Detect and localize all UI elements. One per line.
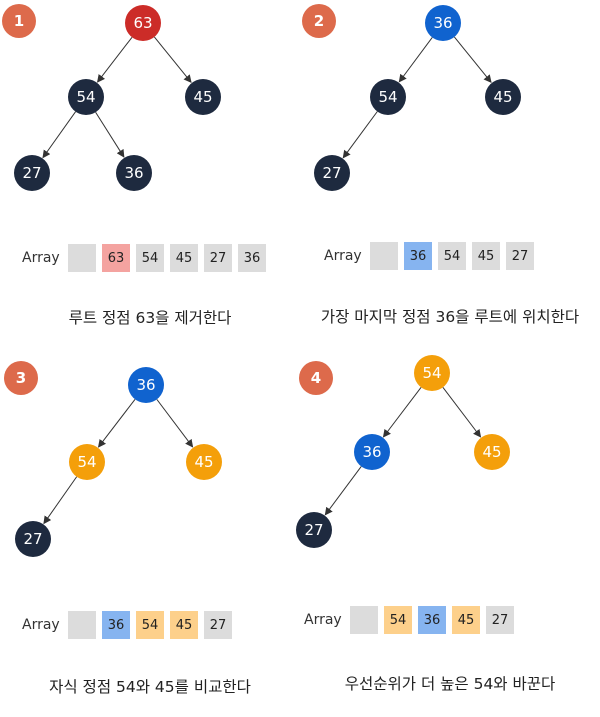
tree-node: 63 (125, 5, 161, 41)
step-number-badge: 1 (2, 4, 36, 38)
array-cell: 36 (404, 242, 432, 270)
tree-edge (398, 37, 433, 83)
tree-edge (342, 111, 378, 159)
array-cell: 27 (486, 606, 514, 634)
array-cell: 27 (506, 242, 534, 270)
array-cell: 45 (452, 606, 480, 634)
tree-node: 36 (425, 5, 461, 41)
tree-edge (43, 476, 78, 525)
tree-node: 27 (314, 155, 350, 191)
array-label: Array (304, 612, 342, 628)
array-cell: 36 (102, 611, 130, 639)
tree-edge (96, 36, 133, 83)
array-cell: 36 (238, 244, 266, 272)
tree-edge (153, 36, 192, 84)
tree-node: 45 (474, 434, 510, 470)
tree-node: 27 (15, 521, 51, 557)
array-cell-empty (350, 606, 378, 634)
tree-edge (156, 399, 194, 448)
array-cell: 54 (384, 606, 412, 634)
array-cell-empty (68, 611, 96, 639)
array-cell: 45 (170, 244, 198, 272)
array-label: Array (22, 617, 60, 633)
array-label: Array (22, 250, 60, 266)
step-number-badge: 2 (302, 4, 336, 38)
tree-node: 36 (128, 367, 164, 403)
tree-edge (382, 387, 422, 438)
array-label: Array (324, 248, 362, 264)
tree-node: 54 (414, 355, 450, 391)
array-cell: 54 (438, 242, 466, 270)
array-cell: 27 (204, 244, 232, 272)
tree-edge (42, 111, 76, 159)
tree-node: 54 (68, 79, 104, 115)
tree-edge (324, 466, 362, 516)
tree-edge (442, 387, 482, 438)
tree-edge (453, 36, 492, 84)
step-caption: 자식 정점 54와 45를 비교한다 (49, 678, 251, 696)
array-cell: 36 (418, 606, 446, 634)
array-cell: 54 (136, 611, 164, 639)
array-cell: 45 (472, 242, 500, 270)
tree-node: 36 (354, 434, 390, 470)
tree-node: 27 (296, 512, 332, 548)
tree-node: 45 (485, 79, 521, 115)
tree-edge (97, 398, 136, 448)
array-cell: 54 (136, 244, 164, 272)
step-caption: 가장 마지막 정점 36을 루트에 위치한다 (320, 308, 580, 326)
array-cell: 63 (102, 244, 130, 272)
tree-node: 45 (185, 79, 221, 115)
tree-node: 54 (370, 79, 406, 115)
array-cell-empty (68, 244, 96, 272)
tree-node: 36 (116, 155, 152, 191)
array-cell: 27 (204, 611, 232, 639)
tree-node: 45 (186, 444, 222, 480)
step-caption: 우선순위가 더 높은 54와 바꾼다 (344, 675, 556, 693)
tree-edge (95, 111, 125, 158)
tree-node: 27 (14, 155, 50, 191)
step-number-badge: 4 (299, 361, 333, 395)
array-cell-empty (370, 242, 398, 270)
array-cell: 45 (170, 611, 198, 639)
step-caption: 루트 정점 63을 제거한다 (68, 309, 232, 327)
tree-node: 54 (69, 444, 105, 480)
step-number-badge: 3 (4, 361, 38, 395)
